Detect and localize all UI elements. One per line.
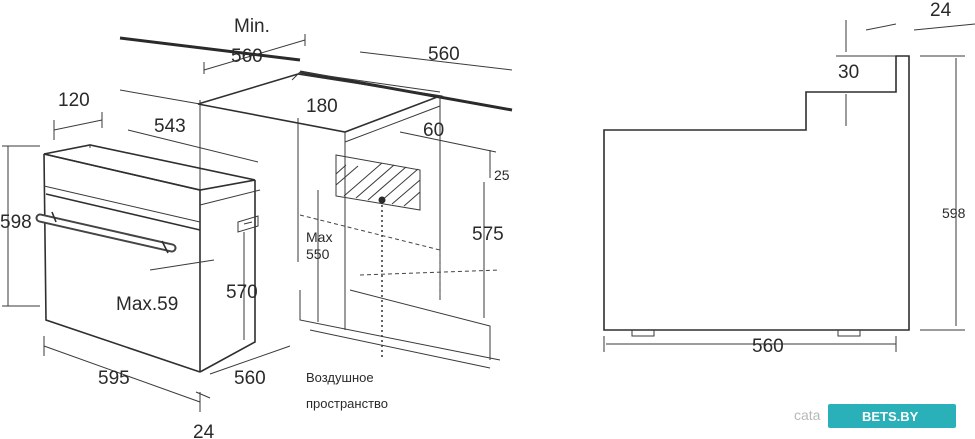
ventilation-cutout [335, 154, 421, 360]
min-label: Min. [234, 16, 270, 37]
watermark-badge-text: BETS.BY [862, 409, 919, 424]
max-550-label-2: 550 [306, 246, 330, 262]
dim-25-label: 25 [494, 167, 510, 183]
niche-width-label: 560 [428, 44, 460, 65]
dim-575-label: 575 [472, 224, 504, 245]
air-space-caption-2: пространство [306, 396, 388, 411]
right-dim-30-label: 30 [838, 62, 859, 83]
cabinet-niche [197, 73, 501, 369]
max-59-label: Max.59 [116, 294, 178, 315]
watermark: cata BETS.BY [794, 404, 956, 428]
dim-24-label: 24 [193, 422, 215, 439]
dim-543-label: 543 [154, 116, 186, 137]
air-space-caption-1: Воздушное [306, 370, 374, 385]
dim-120-label: 120 [58, 90, 90, 111]
min-depth-label: 560 [231, 46, 263, 67]
right-side-profile: 24 30 598 560 [603, 0, 975, 357]
left-height-label: 598 [0, 212, 32, 233]
dimension-lines [2, 34, 513, 412]
dim-60-label: 60 [423, 120, 444, 141]
dim-180-label: 180 [306, 96, 338, 117]
watermark-text: cata [794, 407, 821, 423]
watermark-badge [828, 404, 956, 428]
left-installation-drawing: Min. 560 560 120 543 180 60 25 598 Max 5… [0, 16, 513, 439]
width-595-label: 595 [98, 368, 130, 389]
oven-body [43, 144, 261, 373]
depth-560-label: 560 [234, 368, 266, 389]
right-height-label: 598 [942, 205, 966, 221]
right-width-label: 560 [752, 336, 784, 357]
max-550-label-1: Max [306, 229, 332, 245]
oven-handle [35, 211, 177, 254]
dim-570-label: 570 [226, 282, 258, 303]
side-mount-bracket [237, 215, 259, 233]
right-dim-24-label: 24 [930, 0, 952, 21]
